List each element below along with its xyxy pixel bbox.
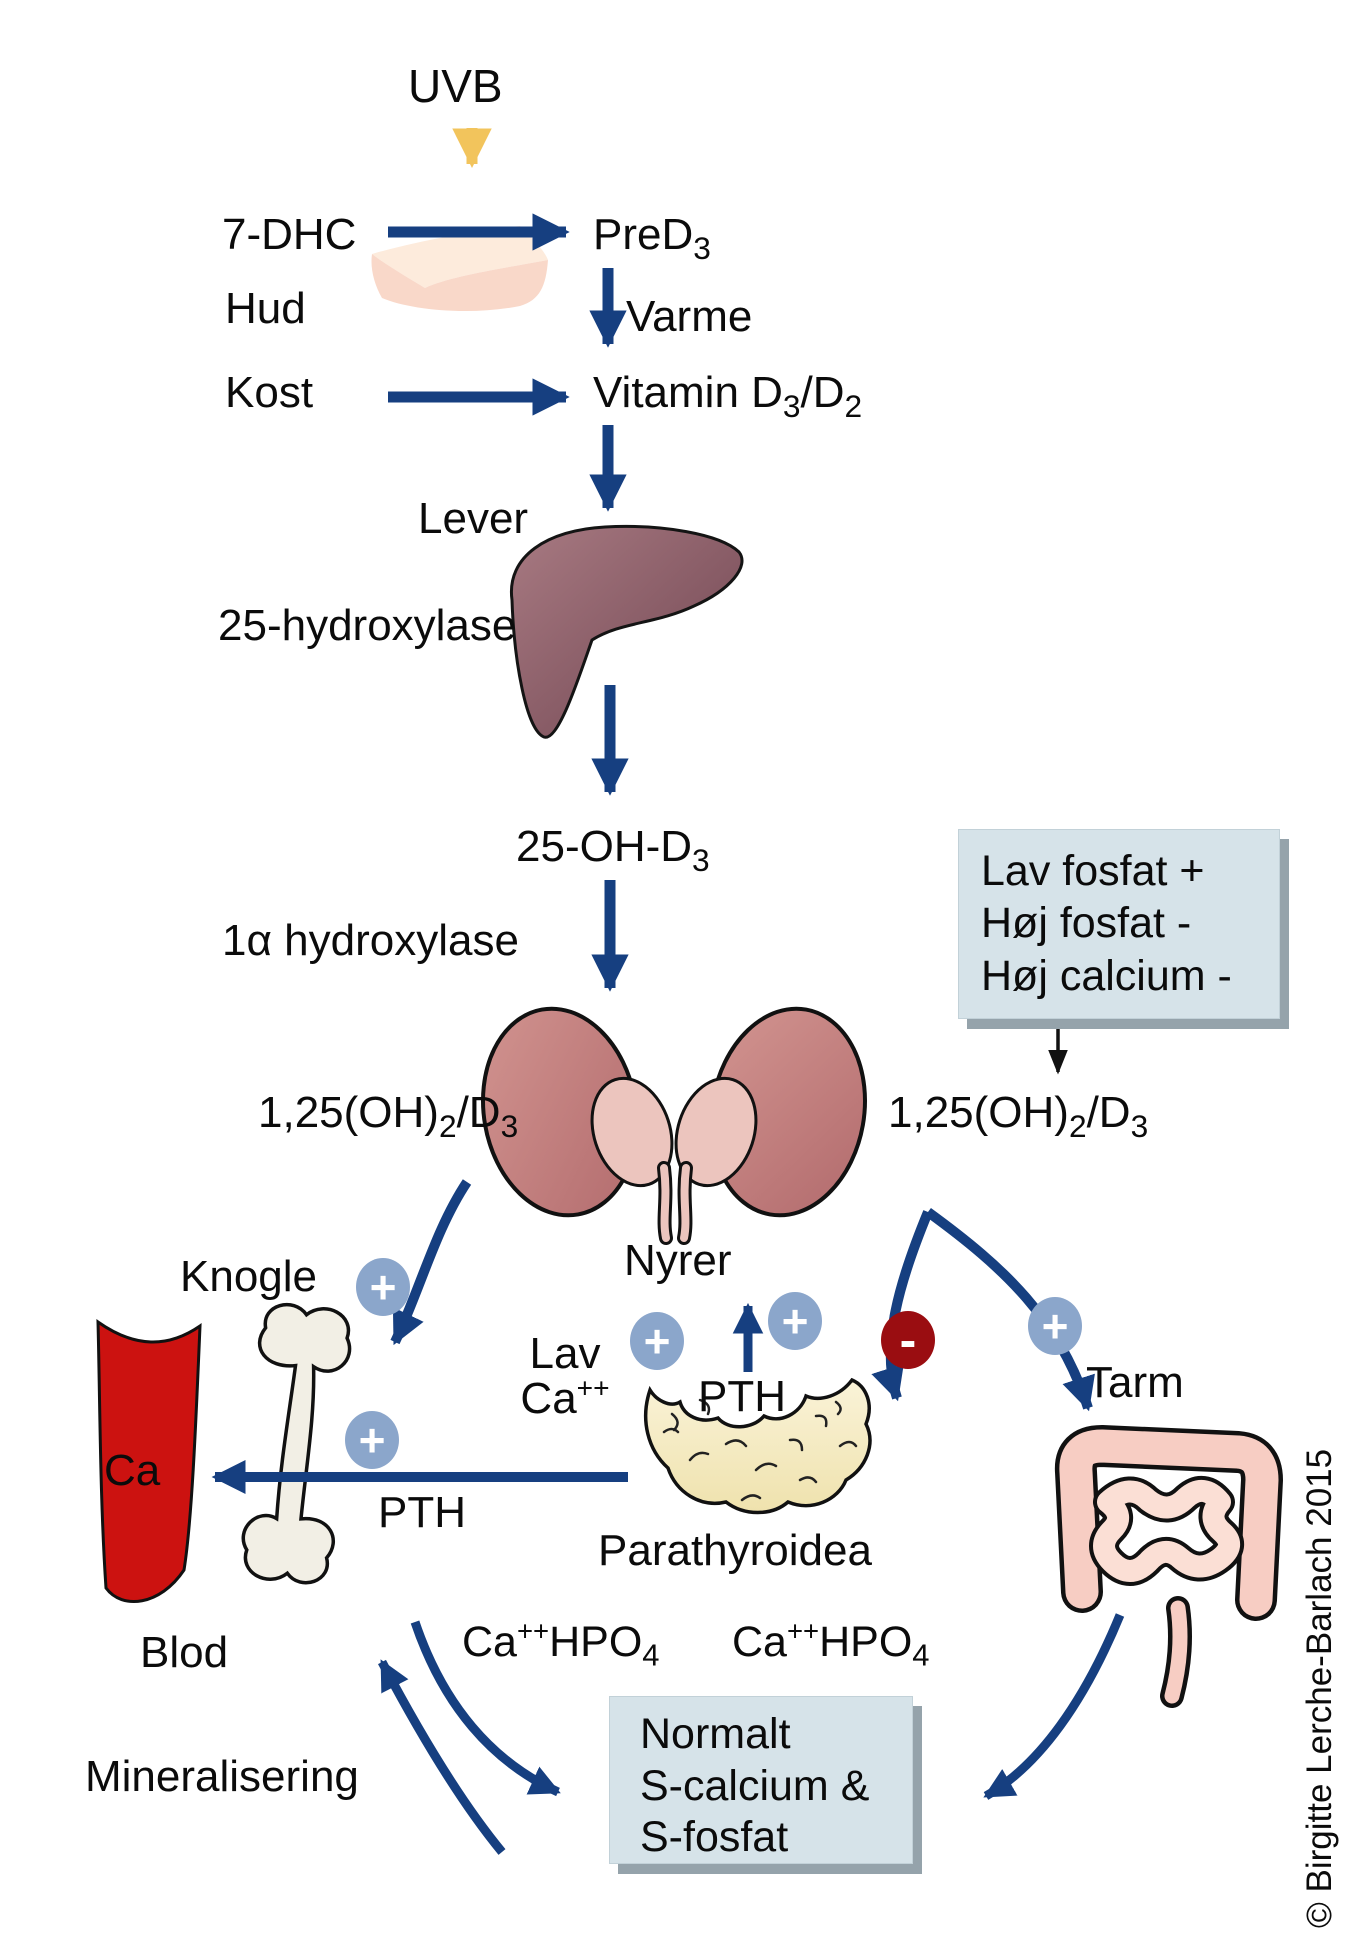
liver-illustration bbox=[509, 525, 744, 739]
plus-badge-bone-upper: + bbox=[356, 1258, 410, 1316]
nyrer-label: Nyrer bbox=[624, 1236, 732, 1285]
normbox-line3: S-fosfat bbox=[640, 1813, 789, 1862]
kidneys-illustration bbox=[481, 1006, 867, 1245]
normbox-line1: Normalt bbox=[640, 1710, 791, 1758]
arrow-d125-to-parathyroid bbox=[871, 1210, 933, 1402]
parathyroid-illustration bbox=[643, 1377, 872, 1515]
bone-illustration bbox=[241, 1302, 352, 1585]
blood-vessel-illustration bbox=[96, 1319, 202, 1603]
vitamin-d3-d2-label: Vitamin D3/D2 bbox=[593, 368, 863, 424]
infobox-line3: Høj calcium - bbox=[981, 951, 1232, 1000]
copyright-text: © Birgitte Lerche-Barlach 2015 bbox=[1300, 1448, 1339, 1928]
arrow-d125-to-bone bbox=[390, 1179, 472, 1346]
kost-label: Kost bbox=[225, 368, 314, 417]
intestine-illustration bbox=[1054, 1425, 1283, 1708]
pred3-label: PreD3 bbox=[593, 210, 711, 266]
plus-badge-pth-bone-arrow: + bbox=[345, 1411, 399, 1469]
infobox-line2: Høj fosfat - bbox=[981, 899, 1192, 948]
tarm-label: Tarm bbox=[1086, 1358, 1184, 1407]
arrow-d125-to-tarm bbox=[925, 1207, 1095, 1412]
1-alpha-hydroxylase-label: 1α hydroxylase bbox=[222, 916, 519, 965]
arrow-mineralisering-up bbox=[378, 1659, 506, 1855]
normal-serum-box: Normalt S-calcium & S-fosfat bbox=[609, 1696, 913, 1864]
cahpo4-left-label: Ca++HPO4 bbox=[462, 1615, 660, 1673]
knogle-label: Knogle bbox=[180, 1252, 318, 1301]
lever-label: Lever bbox=[418, 494, 529, 543]
phosphate-calcium-infobox: Lav fosfat + Høj fosfat - Høj calcium - bbox=[958, 829, 1280, 1019]
uvb-label: UVB bbox=[408, 60, 503, 112]
pth-arrow-label: PTH bbox=[378, 1488, 466, 1537]
plus-badge-lav-ca: + bbox=[630, 1312, 684, 1370]
25-oh-d3-label: 25-OH-D3 bbox=[516, 822, 710, 878]
varme-label: Varme bbox=[626, 292, 753, 341]
normbox-line2: S-calcium & bbox=[640, 1761, 870, 1810]
d125-left-label: 1,25(OH)2/D3 bbox=[258, 1088, 519, 1144]
d125-right-label: 1,25(OH)2/D3 bbox=[888, 1088, 1149, 1144]
parathyroidea-label: Parathyroidea bbox=[598, 1526, 872, 1575]
25-hydroxylase-label: 25-hydroxylase bbox=[218, 601, 517, 650]
cahpo4-right-label: Ca++HPO4 bbox=[732, 1615, 930, 1673]
skin-illustration bbox=[371, 226, 548, 312]
plus-badge-pth-nyrer: + bbox=[768, 1292, 822, 1350]
minus-badge-parathyroid: - bbox=[881, 1311, 935, 1369]
ca-blood-label: Ca bbox=[104, 1446, 161, 1495]
blod-label: Blod bbox=[140, 1628, 229, 1677]
mineralisering-label: Mineralisering bbox=[85, 1752, 359, 1801]
plus-badge-tarm: + bbox=[1028, 1297, 1082, 1355]
hud-label: Hud bbox=[225, 284, 306, 333]
pth-gland-label: PTH bbox=[698, 1372, 786, 1421]
7dhc-label: 7-DHC bbox=[222, 210, 357, 259]
arrow-tarm-to-normbox bbox=[983, 1613, 1125, 1800]
arrow-mineralisering-down bbox=[410, 1620, 561, 1797]
infobox-line1: Lav fosfat + bbox=[981, 847, 1205, 895]
